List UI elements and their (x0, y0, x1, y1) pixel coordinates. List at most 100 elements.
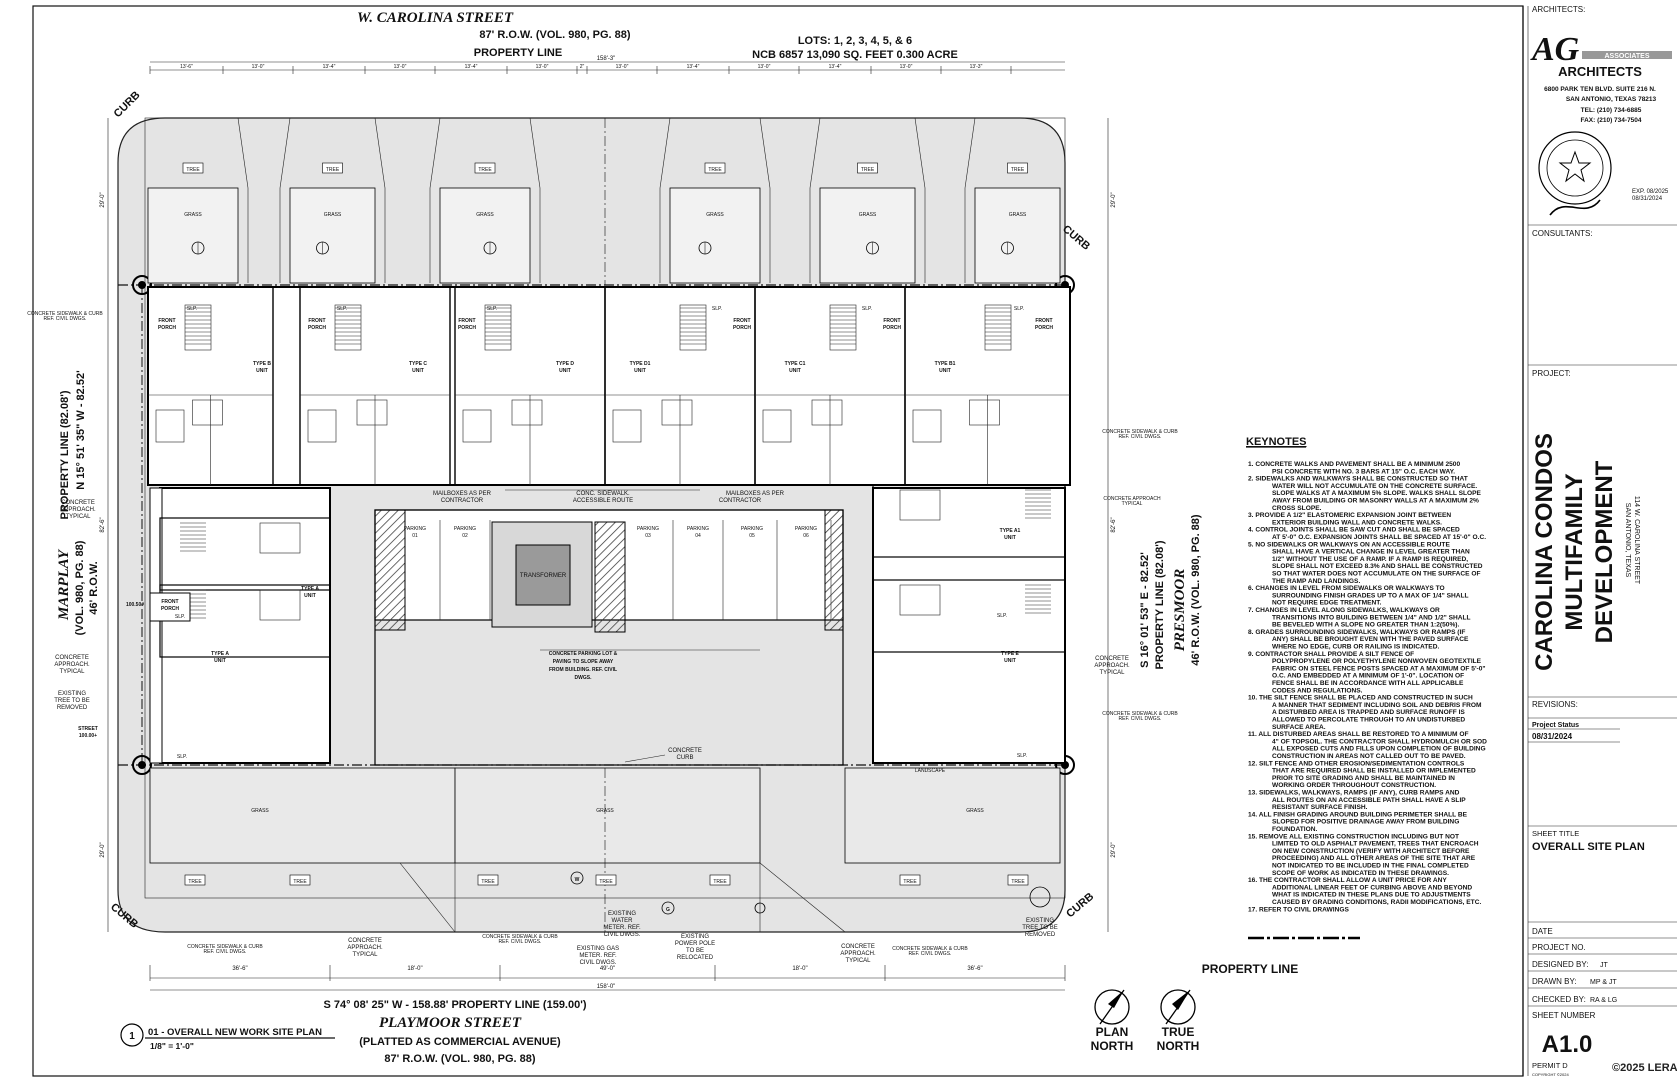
stair-outline (184, 304, 212, 351)
existing-tree-right-2: TREE TO BE (1022, 925, 1057, 931)
unit-type-label: TYPE D (556, 361, 574, 367)
project-name-2: MULTIFAMILY (1561, 473, 1588, 630)
power-pole-label: TO BE (686, 948, 704, 954)
sheet-number-label: SHEET NUMBER (1532, 1011, 1596, 1020)
street-top-property-line: PROPERTY LINE (474, 47, 562, 59)
power-pole-label: POWER POLE (675, 941, 715, 947)
unit-type-label: TYPE B (253, 361, 271, 367)
front-porch-box (149, 592, 191, 622)
water-meter-label: METER. REF. (603, 925, 641, 931)
keynote-line: SLOPE WALKS AT A MAXIMUM 5% SLOPE. WALKS… (1272, 490, 1482, 497)
stair (829, 304, 857, 351)
curb-label-nw: CURB (112, 89, 143, 120)
sidewalk-note-right-2: REF. CIVIL DWGS. (1119, 434, 1162, 440)
seal-exp: EXP. 08/2025 (1632, 189, 1669, 195)
street-elev: STREET (78, 726, 98, 732)
tree-marker (289, 874, 311, 886)
keynote-line: NOT REQUIRE EDGE TREATMENT. (1272, 600, 1382, 607)
street-left-name: MARPLAY (56, 548, 72, 621)
stair (679, 304, 707, 351)
stair (334, 304, 362, 351)
keynote-line: 2. SIDEWALKS AND WALKWAYS SHALL BE CONST… (1248, 476, 1468, 483)
stair (180, 522, 206, 552)
bath-room (899, 489, 941, 521)
concrete-approach-right-2: APPROACH. (1094, 663, 1130, 669)
stair (184, 304, 212, 351)
tree-label: TREE (186, 167, 200, 173)
tree-marker (595, 874, 617, 886)
firm-tel: TEL: (210) 734-6885 (1581, 107, 1642, 114)
keynote-line: WATER WILL NOT ACCUMULATE ON THE CONCRET… (1272, 483, 1477, 490)
sheet-title: OVERALL SITE PLAN (1532, 841, 1645, 853)
checked-value: RA & LG (1590, 997, 1617, 1004)
grass-label: GRASS (184, 212, 202, 218)
concrete-curb-label-2: CURB (676, 755, 693, 761)
slp-label: SLP. (1017, 753, 1027, 759)
concrete-approach-right: CONCRETE (1095, 656, 1129, 662)
keynote-line: 15. REMOVE ALL EXISTING CONSTRUCTION INC… (1248, 833, 1459, 840)
parking-stall-label: PARKING (637, 526, 659, 532)
bath-room (356, 399, 388, 426)
bottom-dim: 49'-0" (600, 966, 615, 972)
sidewalk-note-bl-2: REF. CIVIL DWGS. (204, 949, 247, 955)
tree-label: TREE (188, 879, 202, 885)
firm-address: 6800 PARK TEN BLVD. SUITE 216 N. (1544, 86, 1656, 93)
bath-room (259, 589, 301, 621)
existing-tree-right-3: REMOVED (1025, 932, 1056, 938)
water-meter-symbol: W (575, 877, 580, 883)
concrete-approach-left-b2: APPROACH. (54, 662, 90, 668)
keynote-line: 6. CHANGES IN LEVEL FROM SIDEWALKS OR WA… (1248, 585, 1445, 592)
mls-watermark: ©2025 LERA MLS (1612, 1062, 1677, 1074)
front-porch-label: FRONT (158, 318, 175, 324)
keynote-line: 5. NO SIDEWALKS OR WALKWAYS ON AN ACCESS… (1248, 541, 1450, 548)
mailboxes-left-2: CONTRACTOR (441, 498, 484, 504)
mailboxes-left: MAILBOXES AS PER (433, 491, 492, 497)
parking-lot-note-2: PAVING TO SLOPE AWAY (553, 659, 614, 665)
grass-panel (289, 187, 376, 284)
keynotes-title: KEYNOTES (1246, 436, 1307, 448)
keynote-line: FENCE SHALL BE IN ACCORDANCE WITH ALL AP… (1272, 680, 1464, 687)
parking-lot-note-3: FROM BUILDING. REF. CIVIL (549, 667, 617, 673)
keynote-line: CODES AND REGULATIONS. (1272, 687, 1363, 694)
top-dim: 13'-4" (829, 64, 842, 70)
firm-fax: FAX: (210) 734-7504 (1580, 117, 1641, 124)
slp-label: SLP. (487, 306, 497, 312)
concrete-approach-bottom-right: CONCRETE (841, 944, 875, 950)
keynote-line: WHAT IS INDICATED IN THESE PLANS DUE TO … (1272, 892, 1471, 899)
power-pole-label: EXISTING (681, 934, 709, 940)
keynote-line: ANY) SHALL BE BROUGHT EVEN WITH THE PAVE… (1272, 636, 1469, 643)
unit-label: UNIT (304, 593, 316, 599)
sidewalk-note-left-2: REF. CIVIL DWGS. (44, 316, 87, 322)
keynote-line: 3. PROVIDE A 1/2" ELASTOMERIC EXPANSION … (1248, 512, 1451, 519)
front-porch-label: PORCH (158, 325, 176, 331)
stair (484, 304, 512, 351)
driveway-edge (914, 117, 976, 283)
tree-label: TREE (481, 879, 495, 885)
keynote-line: A DISTURBED AREA IS TRAPPED AND SURFACE … (1272, 709, 1465, 716)
front-porch-label: PORCH (733, 325, 751, 331)
gas-meter-symbol: G (666, 907, 670, 913)
right-bearing: S 16° 01' 53" E - 82.52' (1139, 552, 1151, 668)
stair-outline (984, 304, 1012, 351)
bath-room (192, 399, 223, 426)
drawing-scale: 1/8" = 1'-0" (150, 1041, 194, 1051)
front-yard-strips: GRASSTREEGRASSTREEGRASSTREEGRASSTREEGRAS… (147, 117, 1061, 284)
unit-label: UNIT (559, 368, 571, 374)
existing-tree-left: EXISTING (58, 691, 86, 697)
tree-label: TREE (1011, 167, 1025, 173)
front-porch-label: PORCH (458, 325, 476, 331)
plan-north-label: PLAN (1096, 1025, 1129, 1039)
concrete-approach-right-3: TYPICAL (1099, 670, 1125, 676)
driveway-edge (374, 117, 441, 283)
concrete-approach-bottom-left-2: APPROACH. (347, 945, 383, 951)
grass-panel (439, 187, 531, 284)
keynote-line: ALLOWED TO PERCOLATE THROUGH TO AN UNDIS… (1272, 717, 1465, 724)
grass-label: GRASS (251, 808, 269, 814)
transformer-label: TRANSFORMER (520, 573, 567, 579)
keynote-line: SLOPED FOR POSITIVE DRAINAGE AWAY FROM B… (1272, 819, 1459, 826)
sidewalk-note-br: CONCRETE SIDEWALK & CURB (892, 946, 968, 952)
keynote-line: AWAY FROM BUILDING OR MASONRY WALLS AT A… (1272, 498, 1479, 505)
stair (1025, 584, 1051, 614)
concrete-approach-left-2: APPROACH. (60, 507, 96, 513)
